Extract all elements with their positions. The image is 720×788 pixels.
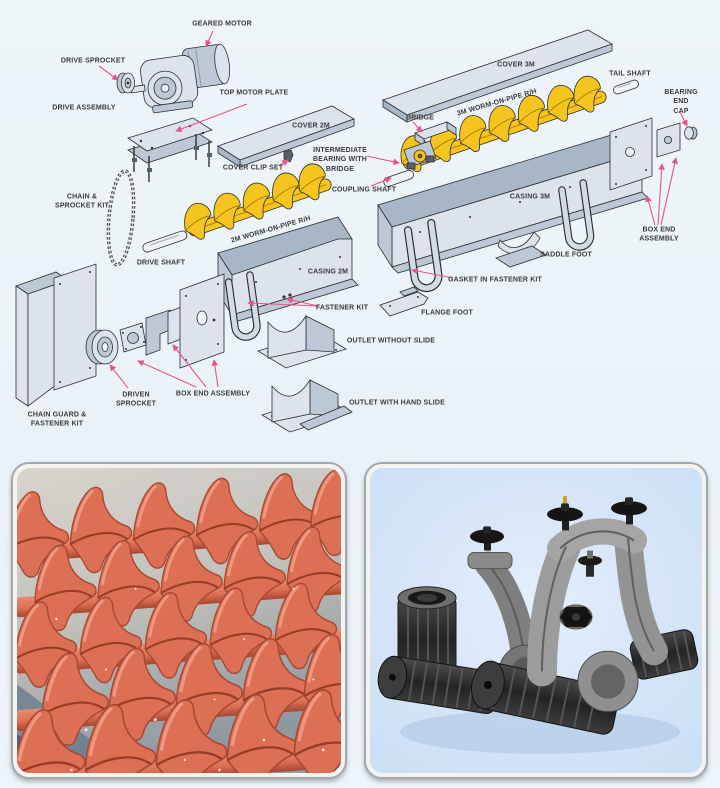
label-drive-shaft: DRIVE SHAFT: [136, 259, 186, 267]
box-end-left-part: [119, 273, 225, 369]
auger-photo: [17, 468, 341, 773]
label-box-end-assembly-left: BOX END ASSEMBLY: [175, 390, 251, 398]
label-bearing-end-cap: BEARING END CAP: [664, 88, 698, 115]
cover-clip-part: [283, 149, 294, 163]
label-outlet-with-hand-slide: OUTLET WITH HAND SLIDE: [349, 399, 445, 407]
label-driven-sprocket: DRIVEN SPROCKET: [115, 391, 157, 408]
label-cover-3m: COVER 3M: [497, 61, 535, 69]
photo-left-card: [11, 462, 347, 779]
stud-nut: [578, 550, 602, 577]
leader-arrows: [98, 30, 688, 389]
outlet-without-slide-part: [257, 314, 347, 369]
driven-sprocket-part: [85, 329, 119, 365]
wing-knob: [470, 526, 504, 551]
photo-gallery: [0, 462, 720, 788]
red-auger-row: [17, 685, 341, 773]
hanger-bearing-photo: [370, 468, 702, 773]
drive-shaft-part: [142, 230, 188, 253]
bearing-end-cap-part: [684, 126, 698, 140]
label-top-motor-plate: TOP MOTOR PLATE: [219, 89, 289, 97]
worm-3m-part: [394, 72, 608, 177]
gasket-3m-right: [558, 179, 595, 251]
cover-3m-part: [382, 29, 613, 123]
center-bolt: [559, 604, 593, 630]
flange-foot-part: [379, 286, 429, 317]
label-box-end-assembly-right: BOX END ASSEMBLY: [639, 226, 679, 243]
intermediate-bearing-part: [403, 140, 437, 170]
label-gasket-in-fastener-kit: GASKET IN FASTENER KIT: [448, 276, 542, 284]
top-motor-plate-part: [127, 117, 213, 182]
label-cover-2m: COVER 2M: [292, 122, 330, 130]
label-casing-2m: CASING 2M: [307, 268, 349, 276]
worm-2m-part: [177, 160, 333, 244]
saddle-foot-part: [495, 231, 547, 268]
wing-knob: [611, 497, 647, 525]
label-cover-clip-set: COVER CLIP SET: [222, 164, 284, 172]
label-drive-sprocket: DRIVE SPROCKET: [60, 57, 126, 65]
label-intermediate-bearing: INTERMEDIATE BEARING WITH BRIDGE: [313, 146, 367, 173]
wing-knob: [547, 496, 583, 531]
label-coupling-shaft: COUPLING SHAFT: [331, 186, 397, 194]
label-bridge: BRIDGE: [405, 114, 435, 122]
chain-part: [106, 169, 136, 267]
gasket-3m-left: [403, 218, 443, 293]
label-chain-guard: CHAIN GUARD & FASTENER KIT: [27, 411, 87, 428]
diagram-drawing: [15, 29, 698, 433]
label-flange-foot: FLANGE FOOT: [421, 309, 473, 317]
outlet-with-hand-slide-part: [261, 378, 353, 433]
photo-right-card: [364, 462, 708, 779]
chain-guard-part: [15, 263, 97, 407]
box-end-right-part: [609, 117, 681, 191]
cover-2m-part: [217, 105, 355, 168]
label-saddle-foot: SADDLE FOOT: [540, 251, 592, 259]
splined-shaft-front: [470, 660, 620, 735]
label-geared-motor: GEARED MOTOR: [192, 20, 252, 28]
gasket-2m: [224, 271, 261, 341]
tail-shaft-part: [613, 79, 639, 95]
hanger-arm-front: [527, 496, 668, 713]
label-fastener-kit: FASTENER KIT: [315, 304, 369, 312]
exploded-diagram: GEARED MOTOR DRIVE SPROCKET DRIVE ASSEMB…: [15, 20, 698, 433]
label-outlet-without-slide: OUTLET WITHOUT SLIDE: [346, 337, 436, 345]
paint-speckles: [55, 587, 325, 772]
label-casing-3m: CASING 3M: [509, 193, 551, 201]
geared-motor-part: [130, 43, 231, 114]
drive-sprocket-part: [116, 72, 135, 94]
label-chain-sprocket-kit: CHAIN & SPROCKET KIT: [55, 193, 109, 210]
label-drive-assembly: DRIVE ASSEMBLY: [52, 104, 116, 112]
label-tail-shaft: TAIL SHAFT: [609, 70, 651, 78]
